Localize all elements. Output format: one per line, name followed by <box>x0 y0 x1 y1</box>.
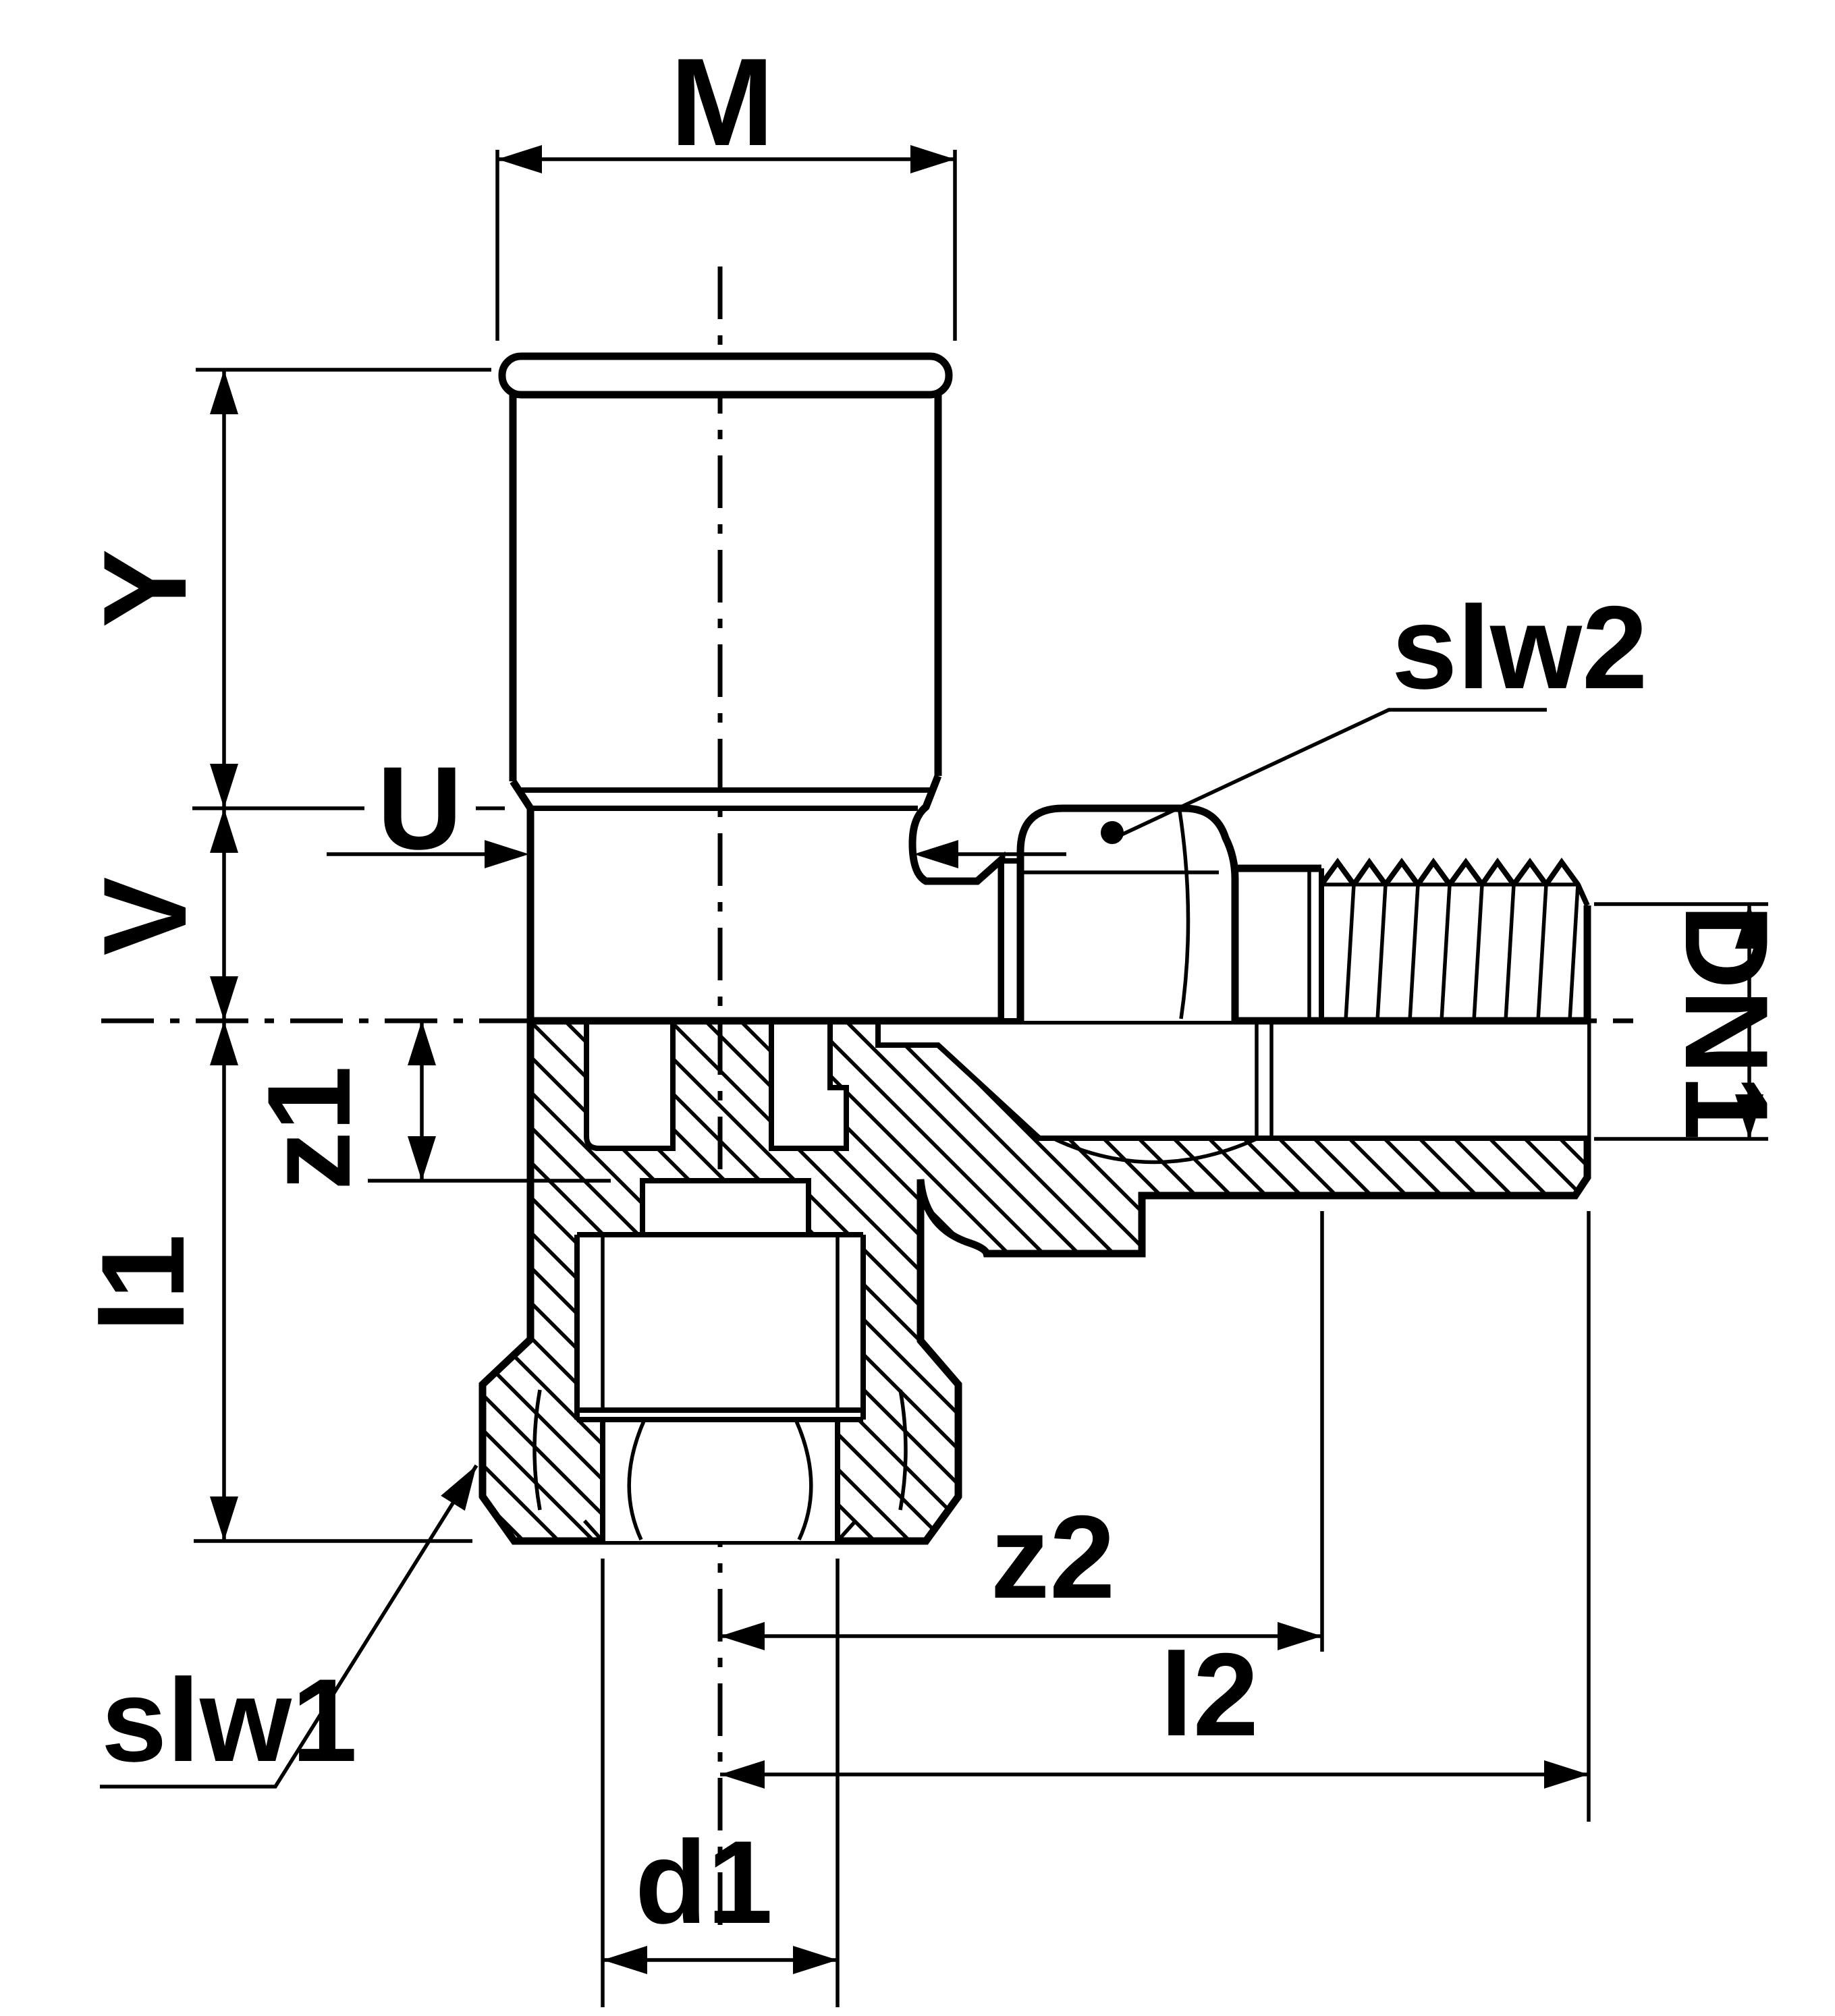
dim-label-l2: l2 <box>1160 1629 1259 1761</box>
dim-m: M <box>495 33 957 341</box>
label-slw1: slw1 <box>101 1655 357 1787</box>
dim-label-dn1: DN1 <box>1660 904 1792 1140</box>
right-branch <box>999 804 1591 1024</box>
tube-stop-pocket <box>640 1178 811 1237</box>
hex-corner-curve <box>1178 810 1190 1019</box>
slw2-leader-dot <box>1101 821 1124 844</box>
arrowhead <box>408 1021 436 1065</box>
dim-label-v: V <box>80 877 211 956</box>
dim-label-z1: z1 <box>244 1066 375 1191</box>
bottom-bore-edges <box>574 1232 866 1541</box>
right-pocket-outline <box>769 1021 849 1151</box>
right-bore-fill <box>878 1021 1587 1138</box>
arrowhead <box>603 1946 647 1974</box>
arrowhead <box>1544 1760 1589 1789</box>
arrowhead <box>408 1136 436 1181</box>
dim-y: Y <box>80 368 491 808</box>
left-pocket-fill <box>586 1021 673 1148</box>
arrowhead <box>720 1760 765 1789</box>
extension-lines <box>601 1559 840 2007</box>
dim-l2: l2 <box>720 1211 1591 1822</box>
arrowhead <box>210 764 238 808</box>
arrowhead <box>210 1021 238 1065</box>
left-pocket-outline <box>584 1021 676 1151</box>
arrowhead <box>210 976 238 1021</box>
extension-lines <box>1594 902 1768 1141</box>
arrowhead <box>914 840 958 868</box>
press-socket <box>498 352 1006 1021</box>
dim-l1: l1 <box>78 1021 472 1543</box>
arrowhead <box>910 145 955 173</box>
hex-corner-arcs <box>532 1389 908 1511</box>
dim-label-u: U <box>377 743 462 874</box>
arrowhead <box>210 808 238 853</box>
dim-label-m: M <box>670 33 774 172</box>
leader-line <box>100 1464 478 1789</box>
bore-intersection-arc <box>1051 1136 1259 1165</box>
body-left-wall <box>510 779 535 1021</box>
press-socket-bead <box>498 352 953 399</box>
right-bore-edges <box>875 1021 1587 1141</box>
dim-u: U <box>192 743 1066 874</box>
arrowhead <box>720 1622 765 1650</box>
bore-lead-in-chamfers <box>582 1519 858 1542</box>
arrowhead <box>793 1946 838 1974</box>
arrowhead <box>497 145 542 173</box>
press-socket-walls <box>509 395 942 781</box>
label-slw2: slw2 <box>1392 582 1647 714</box>
dim-label-d1: d1 <box>635 1817 773 1949</box>
dim-z1: z1 <box>244 1021 611 1190</box>
dim-z2: z2 <box>720 1211 1324 1652</box>
arrowhead <box>1278 1622 1322 1650</box>
arrowhead <box>485 840 529 868</box>
female-thread-crest-lines <box>601 1235 840 1410</box>
leader-slw1: slw1 <box>100 1457 489 1789</box>
right-bore-step-lines <box>1255 1024 1273 1138</box>
thread-runout-arcs <box>627 1418 813 1541</box>
arrowhead <box>210 1496 238 1541</box>
bottom-bore-fill <box>577 1235 863 1541</box>
extension-lines <box>495 150 957 341</box>
hex-nut-slw2-outline <box>1016 804 1239 1021</box>
arrowhead <box>210 370 238 414</box>
dim-dn1: DN1 <box>1594 902 1792 1141</box>
section-hatched <box>478 1017 1591 1545</box>
bore-cutouts <box>532 1021 1587 1542</box>
dim-label-z2: z2 <box>991 1492 1116 1623</box>
dim-v: V <box>80 808 238 1021</box>
leader-line <box>1119 708 1547 837</box>
dim-d1: d1 <box>601 1559 840 2007</box>
dim-label-l1: l1 <box>78 1234 209 1333</box>
male-thread <box>1319 858 1591 1021</box>
thread-flank-lines <box>1344 884 1580 1021</box>
thread-crest-zigzag <box>1319 858 1590 907</box>
leader-slw2: slw2 <box>1119 582 1647 837</box>
dim-label-y: Y <box>80 549 211 628</box>
body-right-groove <box>908 774 1006 1021</box>
